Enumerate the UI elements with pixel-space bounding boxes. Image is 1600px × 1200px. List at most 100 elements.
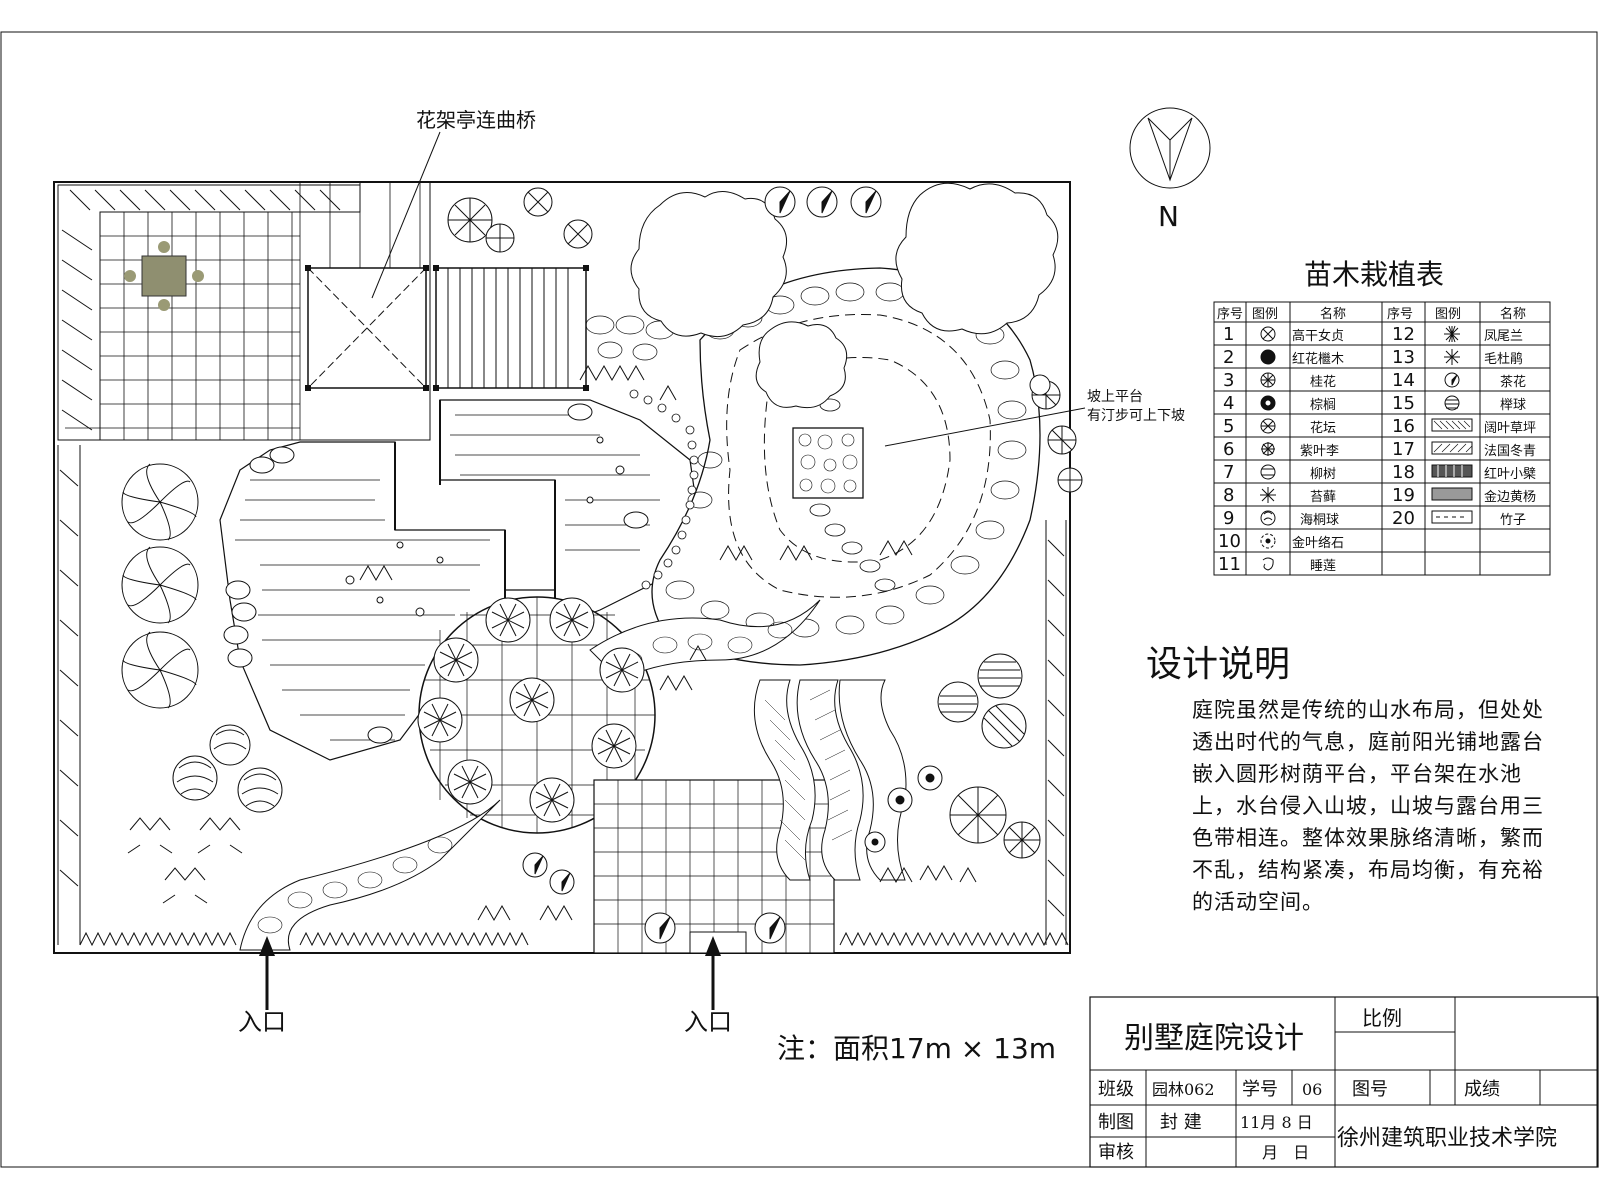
row-name-left: 海桐球 — [1300, 513, 1339, 528]
row-num-right: 12 — [1392, 324, 1415, 345]
row-name-left: 柳树 — [1310, 467, 1336, 482]
row-name-right: 红叶小檗 — [1484, 466, 1536, 482]
header-legend-2: 图例 — [1435, 307, 1461, 322]
header-legend-1: 图例 — [1252, 307, 1278, 322]
north-arrow: N — [1129, 107, 1211, 233]
row-name-left: 桂花 — [1310, 374, 1336, 390]
row-name-right: 凤尾兰 — [1484, 329, 1523, 344]
row-name-right: 法国冬青 — [1484, 443, 1536, 459]
row-name-right: 榉球 — [1500, 398, 1526, 413]
plant-table: 苗木栽植表 序号 图例 名称 序号 图例 名称 1 高干女贞 12 凤尾兰 2 … — [1213, 258, 1551, 576]
shrub-symbols — [172, 186, 1083, 944]
pergola-bridge-label: 花架亭连曲桥 — [416, 108, 536, 132]
row-num-right: 16 — [1392, 416, 1415, 437]
right-bamboo-strip — [57, 445, 1067, 945]
row-num-left: 9 — [1223, 508, 1234, 529]
row-num-left: 5 — [1223, 416, 1234, 437]
row-num-left: 8 — [1223, 485, 1234, 506]
slope-label-1: 坡上平台 — [1087, 389, 1143, 405]
class-value: 园林062 — [1152, 1080, 1215, 1099]
row-num-left: 1 — [1223, 324, 1234, 345]
row-num-right: 20 — [1392, 508, 1415, 529]
title-block: 别墅庭院设计 比例 班级 园林062 学号 06 图号 成绩 制图 封 建 11… — [1089, 996, 1599, 1168]
row-name-left: 高干女贞 — [1292, 328, 1344, 344]
grade-label: 成绩 — [1464, 1079, 1500, 1100]
row-num-left: 2 — [1223, 347, 1234, 368]
row-num-right: 19 — [1392, 485, 1415, 506]
row-num-right: 14 — [1392, 370, 1415, 391]
row-num-right: 13 — [1392, 347, 1415, 368]
drawn-date: 11月 8 日 — [1240, 1113, 1313, 1132]
row-name-left: 红花檵木 — [1292, 351, 1344, 367]
row-num-right: 18 — [1392, 462, 1415, 483]
row-num-left: 3 — [1223, 370, 1234, 391]
project-title: 别墅庭院设计 — [1124, 1021, 1304, 1056]
drawing-no-label: 图号 — [1352, 1079, 1388, 1100]
palm-trees — [121, 463, 199, 709]
school-name: 徐州建筑职业技术学院 — [1337, 1126, 1557, 1151]
header-name-1: 名称 — [1320, 306, 1346, 322]
entrance-label-left: 入口 — [238, 1008, 286, 1036]
student-no-value: 06 — [1302, 1080, 1322, 1099]
row-name-left: 花坛 — [1310, 420, 1336, 436]
row-num-right: 15 — [1392, 393, 1415, 414]
platform-shade-trees — [417, 597, 645, 823]
tree-canopies — [630, 182, 1059, 409]
row-num-left: 4 — [1223, 393, 1234, 414]
three-color-band — [753, 679, 907, 881]
pond-rocks — [223, 403, 649, 744]
pergola-leader-line — [371, 131, 441, 299]
row-name-left: 苔藓 — [1310, 490, 1336, 505]
row-name-left: 睡莲 — [1310, 559, 1336, 574]
row-name-left: 棕榈 — [1310, 398, 1336, 413]
scale-label: 比例 — [1362, 1006, 1402, 1030]
row-name-left: 紫叶李 — [1300, 444, 1339, 459]
pergola-pavilion — [305, 265, 429, 391]
entrance-arrow-right: 入口 — [684, 936, 732, 1036]
row-name-left: 金叶络石 — [1292, 535, 1344, 551]
student-no-label: 学号 — [1242, 1079, 1278, 1100]
paving-terrace — [58, 181, 431, 441]
pebble-edging — [629, 389, 699, 590]
slope-label-2: 有汀步可上下坡 — [1087, 408, 1185, 424]
header-seq-1: 序号 — [1217, 307, 1243, 322]
sheet-border — [0, 31, 1598, 1168]
design-notes-title: 设计说明 — [1146, 644, 1290, 685]
class-label: 班级 — [1098, 1079, 1134, 1100]
header-name-2: 名称 — [1500, 306, 1526, 322]
review-label: 审核 — [1098, 1142, 1134, 1163]
entrance-label-right: 入口 — [684, 1008, 732, 1036]
ground-hedge-bottom — [79, 931, 1069, 947]
area-note: 注：面积17m × 13m — [777, 1032, 1056, 1065]
legend-symbols — [1260, 325, 1473, 571]
row-num-left: 11 — [1218, 554, 1241, 575]
cobble-path — [239, 599, 821, 951]
row-num-left: 7 — [1223, 462, 1234, 483]
row-name-right: 毛杜鹃 — [1484, 351, 1523, 367]
row-num-left: 6 — [1223, 439, 1234, 460]
header-seq-2: 序号 — [1387, 307, 1413, 322]
drawn-label: 制图 — [1098, 1112, 1134, 1133]
row-name-right: 阔叶草坪 — [1484, 421, 1536, 436]
plant-rows: 1 高干女贞 12 凤尾兰 2 红花檵木 13 毛杜鹃 3 桂花 14 茶花 4… — [1218, 324, 1536, 575]
north-label: N — [1158, 200, 1179, 233]
entrance-arrow-left: 入口 — [238, 936, 286, 1036]
design-notes-body: 庭院虽然是传统的山水布局，但处处透出时代的气息，庭前阳光铺地露台嵌入圆形树荫平台… — [1192, 698, 1544, 914]
row-num-left: 10 — [1218, 531, 1241, 552]
trellis-bridge — [433, 265, 589, 391]
row-name-right: 竹子 — [1500, 513, 1526, 528]
row-name-right: 茶花 — [1500, 374, 1526, 390]
site-boundary — [53, 181, 1071, 954]
row-name-right: 金边黄杨 — [1484, 489, 1536, 505]
table-and-chairs — [124, 241, 204, 311]
slope-top-platform — [792, 427, 864, 499]
review-date: 月 日 — [1262, 1143, 1309, 1162]
row-num-right: 17 — [1392, 439, 1415, 460]
flower-clumps — [127, 364, 977, 922]
slope-leader-line — [884, 407, 1086, 447]
plant-table-title: 苗木栽植表 — [1304, 258, 1444, 291]
site-plan: 花架亭连曲桥 — [53, 108, 1185, 1036]
pond — [219, 399, 701, 761]
drawn-value: 封 建 — [1160, 1112, 1202, 1133]
